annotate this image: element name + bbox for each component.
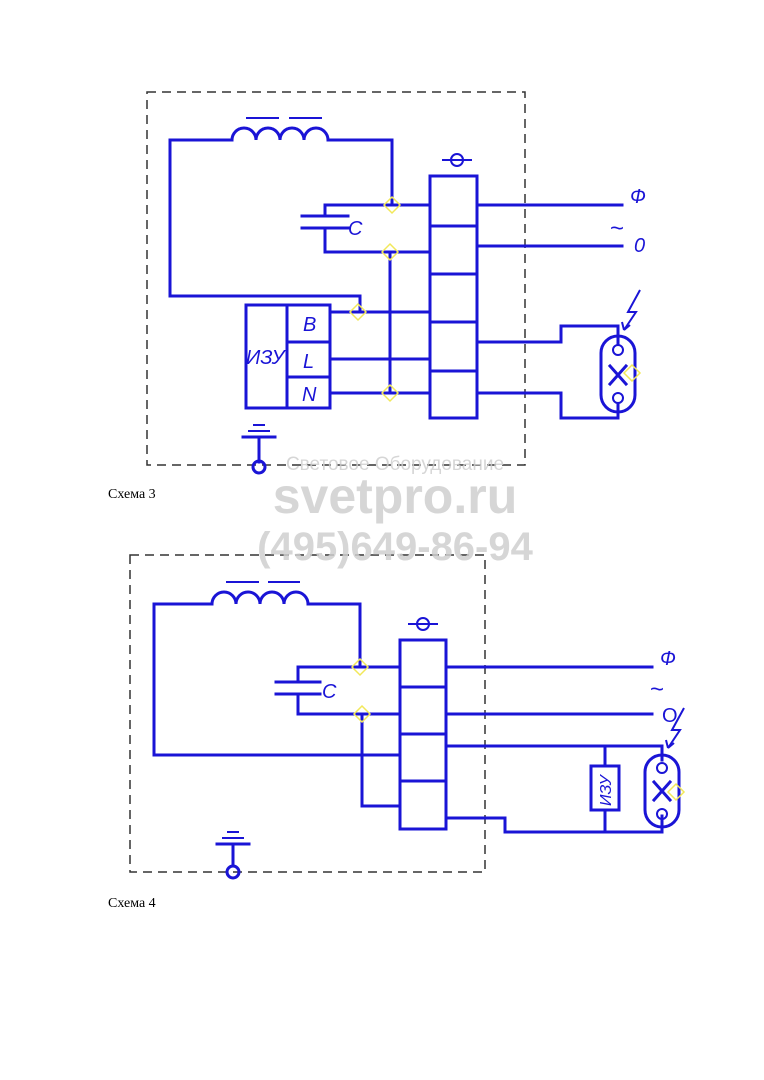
capacitor-label: C (348, 218, 363, 240)
ac-symbol: ~ (610, 215, 624, 242)
caption-scheme-4: Схема 4 (108, 896, 156, 911)
capacitor: C (300, 203, 432, 254)
ignitor-block: ИЗУ (444, 744, 664, 834)
discharge-lamp (475, 289, 641, 420)
terminal-n-label: N (302, 384, 317, 406)
phase-label: Ф (630, 186, 646, 208)
terminal-b-label: B (303, 314, 316, 336)
watermark: Световое Оборудование svetpro.ru (495)64… (257, 454, 533, 569)
ground-symbol (241, 424, 277, 475)
scheme-3: C ИЗУ B L N (146, 91, 646, 475)
caption-scheme-3: Схема 3 (108, 487, 156, 502)
mains-supply: Ф ~ 0 (475, 186, 646, 257)
ignitor-label: ИЗУ (598, 773, 615, 806)
mains-supply: Ф ~ O (444, 648, 678, 727)
node-markers (350, 657, 686, 802)
discharge-lamp (643, 707, 685, 829)
capacitor: C (274, 665, 402, 808)
phase-label: Ф (660, 648, 676, 670)
scheme-4: C Ф ~ O ИЗУ (129, 554, 686, 880)
neutral-label: O (662, 705, 678, 727)
ignitor-block: ИЗУ B L N (244, 303, 432, 410)
ground-symbol (215, 831, 251, 880)
watermark-phone: (495)649-86-94 (257, 525, 533, 569)
housing-outline (146, 91, 526, 466)
ignitor-label: ИЗУ (246, 347, 287, 369)
neutral-label: 0 (634, 235, 645, 257)
capacitor-label: C (322, 681, 337, 703)
watermark-site: svetpro.ru (273, 468, 518, 524)
watermark-company: Световое Оборудование (286, 454, 504, 475)
node-markers (348, 195, 642, 403)
terminal-block (390, 153, 479, 420)
terminal-l-label: L (303, 351, 314, 373)
choke-inductor (168, 117, 394, 314)
ac-symbol: ~ (650, 676, 664, 703)
choke-inductor (152, 581, 402, 757)
terminal-block (398, 617, 448, 831)
